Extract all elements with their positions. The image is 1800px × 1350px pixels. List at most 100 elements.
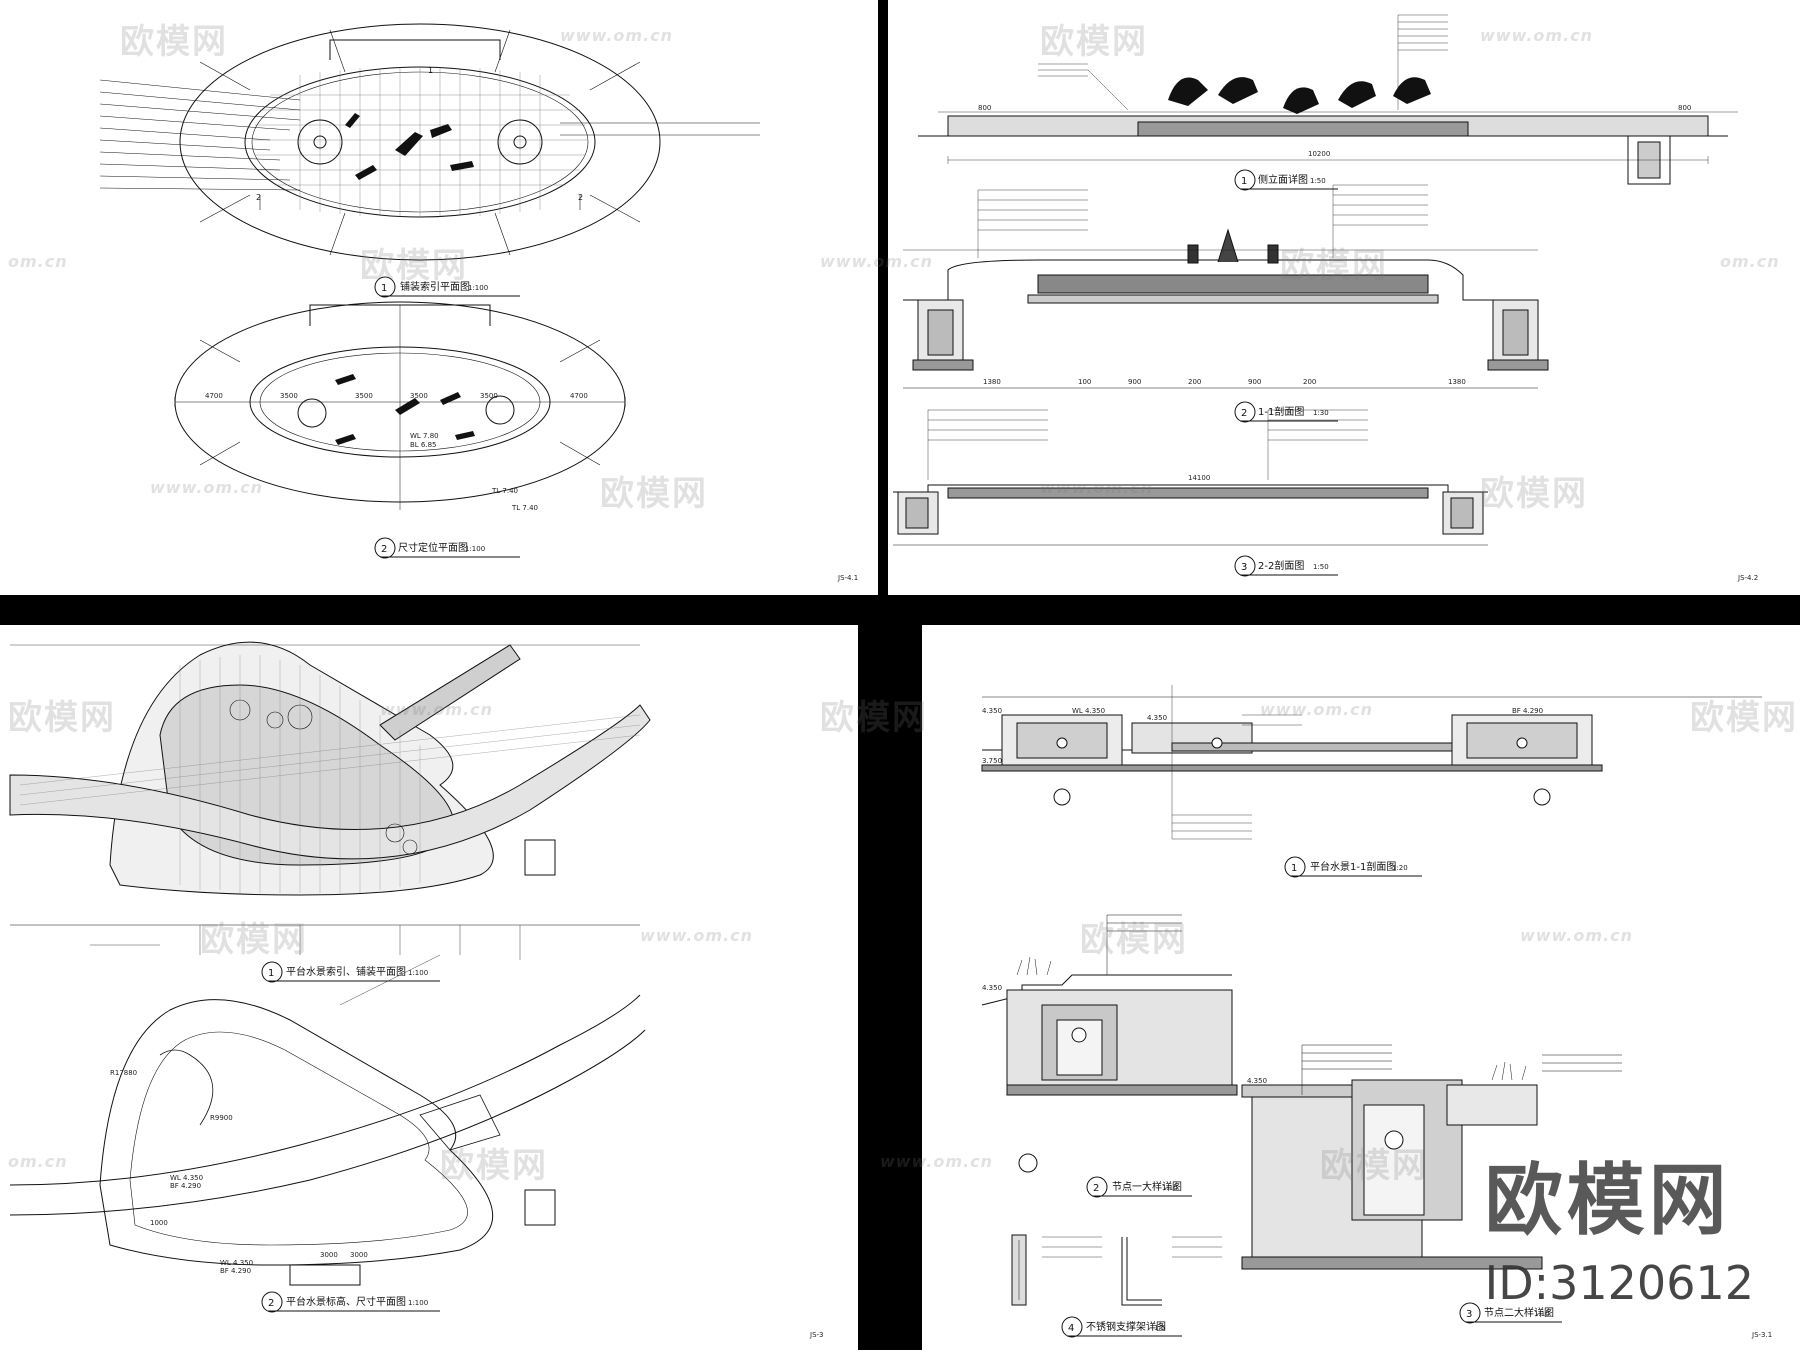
platform-dimension-plan <box>9 954 646 1286</box>
svg-text:1: 1 <box>268 968 274 979</box>
svg-text:4.350: 4.350 <box>982 707 1002 715</box>
bracket-detail <box>1011 1234 1222 1306</box>
svg-text:BF 4.290: BF 4.290 <box>170 1182 201 1190</box>
svg-text:1: 1 <box>381 283 387 294</box>
svg-text:WL 7.80: WL 7.80 <box>410 432 439 440</box>
title-section-2-2: 3 2-2剖面图 1:50 <box>1234 555 1338 577</box>
title-platform-paving-plan: 1 平台水景索引、铺装平面图 1:100 <box>261 961 440 983</box>
dimension-plan <box>174 301 626 510</box>
svg-text:3500: 3500 <box>480 392 498 400</box>
svg-text:节点一大样详图: 节点一大样详图 <box>1112 1180 1182 1193</box>
svg-text:1:10: 1:10 <box>1534 1310 1550 1318</box>
svg-text:JS-4.1: JS-4.1 <box>837 574 858 582</box>
svg-text:BF 4.290: BF 4.290 <box>220 1267 251 1275</box>
sheet-platform-plan: 1 平台水景索引、铺装平面图 1:100 WL 4.350 BF 4.290 W… <box>0 625 858 1350</box>
svg-text:14100: 14100 <box>1188 474 1210 482</box>
svg-text:2: 2 <box>381 544 387 555</box>
svg-text:4: 4 <box>1068 1323 1074 1334</box>
title-platform-section-1-1: 1 平台水景1-1剖面图 1:20 <box>1284 856 1422 878</box>
title-dimension-plan: 2 尺寸定位平面图 1:100 <box>374 537 520 559</box>
title-node-1: 2 节点一大样详图 1:10 <box>1086 1176 1192 1198</box>
title-platform-dimension-plan: 2 平台水景标高、尺寸平面图 1:100 <box>261 1291 440 1313</box>
svg-text:R9900: R9900 <box>210 1114 233 1122</box>
svg-text:2: 2 <box>268 1298 274 1309</box>
svg-text:3500: 3500 <box>280 392 298 400</box>
svg-text:3.750: 3.750 <box>982 757 1002 765</box>
svg-text:1:10: 1:10 <box>1162 1184 1178 1192</box>
svg-text:1380: 1380 <box>983 378 1001 386</box>
brand-id: ID:3120612 <box>1484 1256 1754 1310</box>
svg-text:尺寸定位平面图: 尺寸定位平面图 <box>398 541 468 554</box>
svg-text:1:100: 1:100 <box>468 284 488 292</box>
svg-text:3000: 3000 <box>350 1251 368 1259</box>
svg-text:平台水景标高、尺寸平面图: 平台水景标高、尺寸平面图 <box>286 1295 406 1308</box>
svg-text:1:20: 1:20 <box>1392 864 1408 872</box>
side-elevation <box>918 14 1738 185</box>
platform-section-1-1 <box>981 685 1762 840</box>
svg-text:800: 800 <box>978 104 991 112</box>
paving-index-plan <box>99 23 760 261</box>
svg-text:200: 200 <box>1303 378 1316 386</box>
section-1-1 <box>903 184 1549 389</box>
section-2-2 <box>893 409 1488 546</box>
svg-text:2-2剖面图: 2-2剖面图 <box>1258 559 1304 572</box>
svg-text:1: 1 <box>1241 176 1247 187</box>
title-side-elevation: 1 侧立面详图 1:50 <box>1234 169 1338 191</box>
svg-text:WL 4.350: WL 4.350 <box>170 1174 203 1182</box>
svg-text:4.350: 4.350 <box>1147 714 1167 722</box>
svg-text:1: 1 <box>1291 863 1297 874</box>
svg-text:4700: 4700 <box>570 392 588 400</box>
svg-text:1:100: 1:100 <box>408 969 428 977</box>
svg-text:900: 900 <box>1248 378 1261 386</box>
svg-text:3: 3 <box>1466 1309 1472 1320</box>
svg-text:平台水景1-1剖面图: 平台水景1-1剖面图 <box>1310 860 1396 873</box>
elevation-drawing: 800 10200 800 1 侧立面详图 1:50 <box>893 14 1758 582</box>
svg-text:1:100: 1:100 <box>408 1299 428 1307</box>
title-bracket: 4 不锈钢支撑架详图 1:5 <box>1061 1316 1182 1338</box>
section-mark-2b: 2 <box>578 193 583 202</box>
svg-text:4.350: 4.350 <box>1247 1077 1267 1085</box>
svg-text:200: 200 <box>1188 378 1201 386</box>
svg-text:BF 4.290: BF 4.290 <box>1512 707 1543 715</box>
svg-text:3500: 3500 <box>355 392 373 400</box>
svg-text:1:30: 1:30 <box>1313 409 1329 417</box>
svg-text:800: 800 <box>1678 104 1691 112</box>
svg-text:10200: 10200 <box>1308 150 1330 158</box>
svg-text:JS-4.2: JS-4.2 <box>1737 574 1758 582</box>
svg-text:节点二大样详图: 节点二大样详图 <box>1484 1306 1554 1319</box>
title-section-1-1: 2 1-1剖面图 1:30 <box>1234 401 1338 423</box>
section-mark-2a: 2 <box>256 193 261 202</box>
sheet-oval-fountain-plan: 1 2 2 1 铺装索引平面图 1:100 <box>0 0 878 595</box>
svg-text:WL 4.350: WL 4.350 <box>220 1259 253 1267</box>
svg-text:1:100: 1:100 <box>465 545 485 553</box>
title-node-2: 3 节点二大样详图 1:10 <box>1459 1302 1562 1324</box>
node-1-detail <box>981 914 1238 1173</box>
section-mark-1: 1 <box>428 66 433 75</box>
brand-title: 欧模网 <box>1484 1156 1731 1246</box>
sheet-platform-details: 4.350 WL 4.350 4.350 BF 4.290 3.750 1 平台… <box>922 625 1800 1350</box>
svg-text:BL 6.85: BL 6.85 <box>410 441 437 449</box>
svg-text:1000: 1000 <box>150 1219 168 1227</box>
title-paving-index: 1 铺装索引平面图 1:100 <box>374 276 520 298</box>
svg-text:JS-3: JS-3 <box>809 1331 824 1339</box>
svg-text:WL 4.350: WL 4.350 <box>1072 707 1105 715</box>
svg-text:不锈钢支撑架详图: 不锈钢支撑架详图 <box>1086 1320 1166 1333</box>
svg-text:2: 2 <box>1241 408 1247 419</box>
svg-text:3000: 3000 <box>320 1251 338 1259</box>
svg-text:1:5: 1:5 <box>1154 1324 1165 1332</box>
platform-plan-drawing: 1 平台水景索引、铺装平面图 1:100 WL 4.350 BF 4.290 W… <box>9 641 824 1339</box>
svg-text:4.350: 4.350 <box>982 984 1002 992</box>
svg-text:1:50: 1:50 <box>1313 563 1329 571</box>
oval-plan-drawing: 1 2 2 1 铺装索引平面图 1:100 <box>99 23 858 582</box>
svg-text:JS-3.1: JS-3.1 <box>1751 1331 1772 1339</box>
svg-text:4700: 4700 <box>205 392 223 400</box>
svg-text:3500: 3500 <box>410 392 428 400</box>
node-2-detail <box>1241 1044 1622 1270</box>
svg-text:TL 7.40: TL 7.40 <box>511 504 538 512</box>
svg-text:1380: 1380 <box>1448 378 1466 386</box>
svg-text:2: 2 <box>1093 1183 1099 1194</box>
svg-text:铺装索引平面图: 铺装索引平面图 <box>400 280 470 293</box>
svg-text:TL 7.40: TL 7.40 <box>491 487 518 495</box>
svg-text:1-1剖面图: 1-1剖面图 <box>1258 405 1304 418</box>
